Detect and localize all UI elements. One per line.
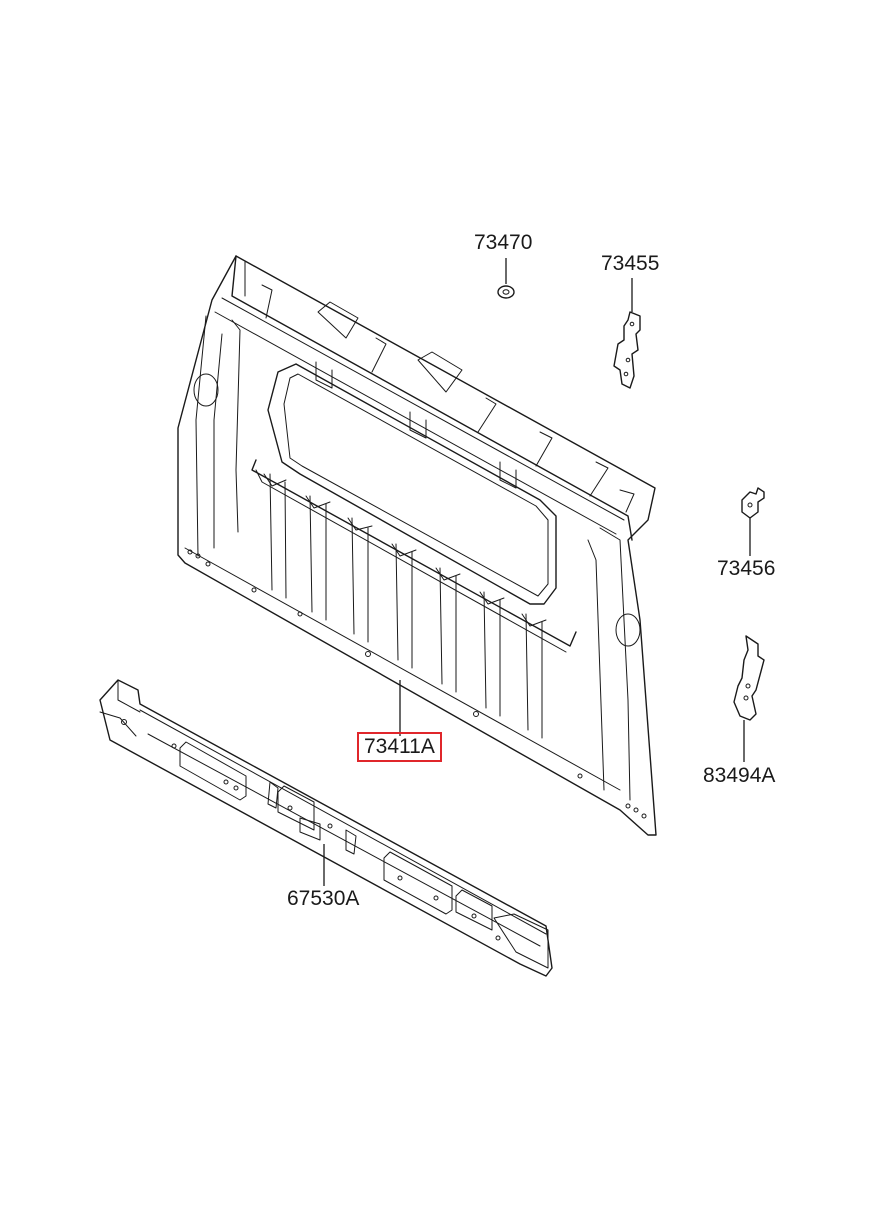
clip-73456[interactable]	[741, 487, 765, 519]
bracket-73455[interactable]	[613, 311, 641, 389]
part-label-67530A[interactable]: 67530A	[287, 887, 360, 910]
grommet-73470[interactable]	[497, 285, 515, 299]
bracket-83494A[interactable]	[733, 635, 765, 721]
leader-lines	[323, 258, 751, 886]
part-label-73411A[interactable]: 73411A	[357, 732, 442, 762]
part-label-73455[interactable]: 73455	[601, 252, 660, 275]
part-label-73456[interactable]: 73456	[717, 557, 776, 580]
part-label-83494A[interactable]: 83494A	[703, 764, 776, 787]
back-panel-73411A[interactable]	[177, 255, 657, 836]
part-label-73470[interactable]: 73470	[474, 231, 533, 254]
sill-67530A[interactable]	[99, 679, 553, 977]
